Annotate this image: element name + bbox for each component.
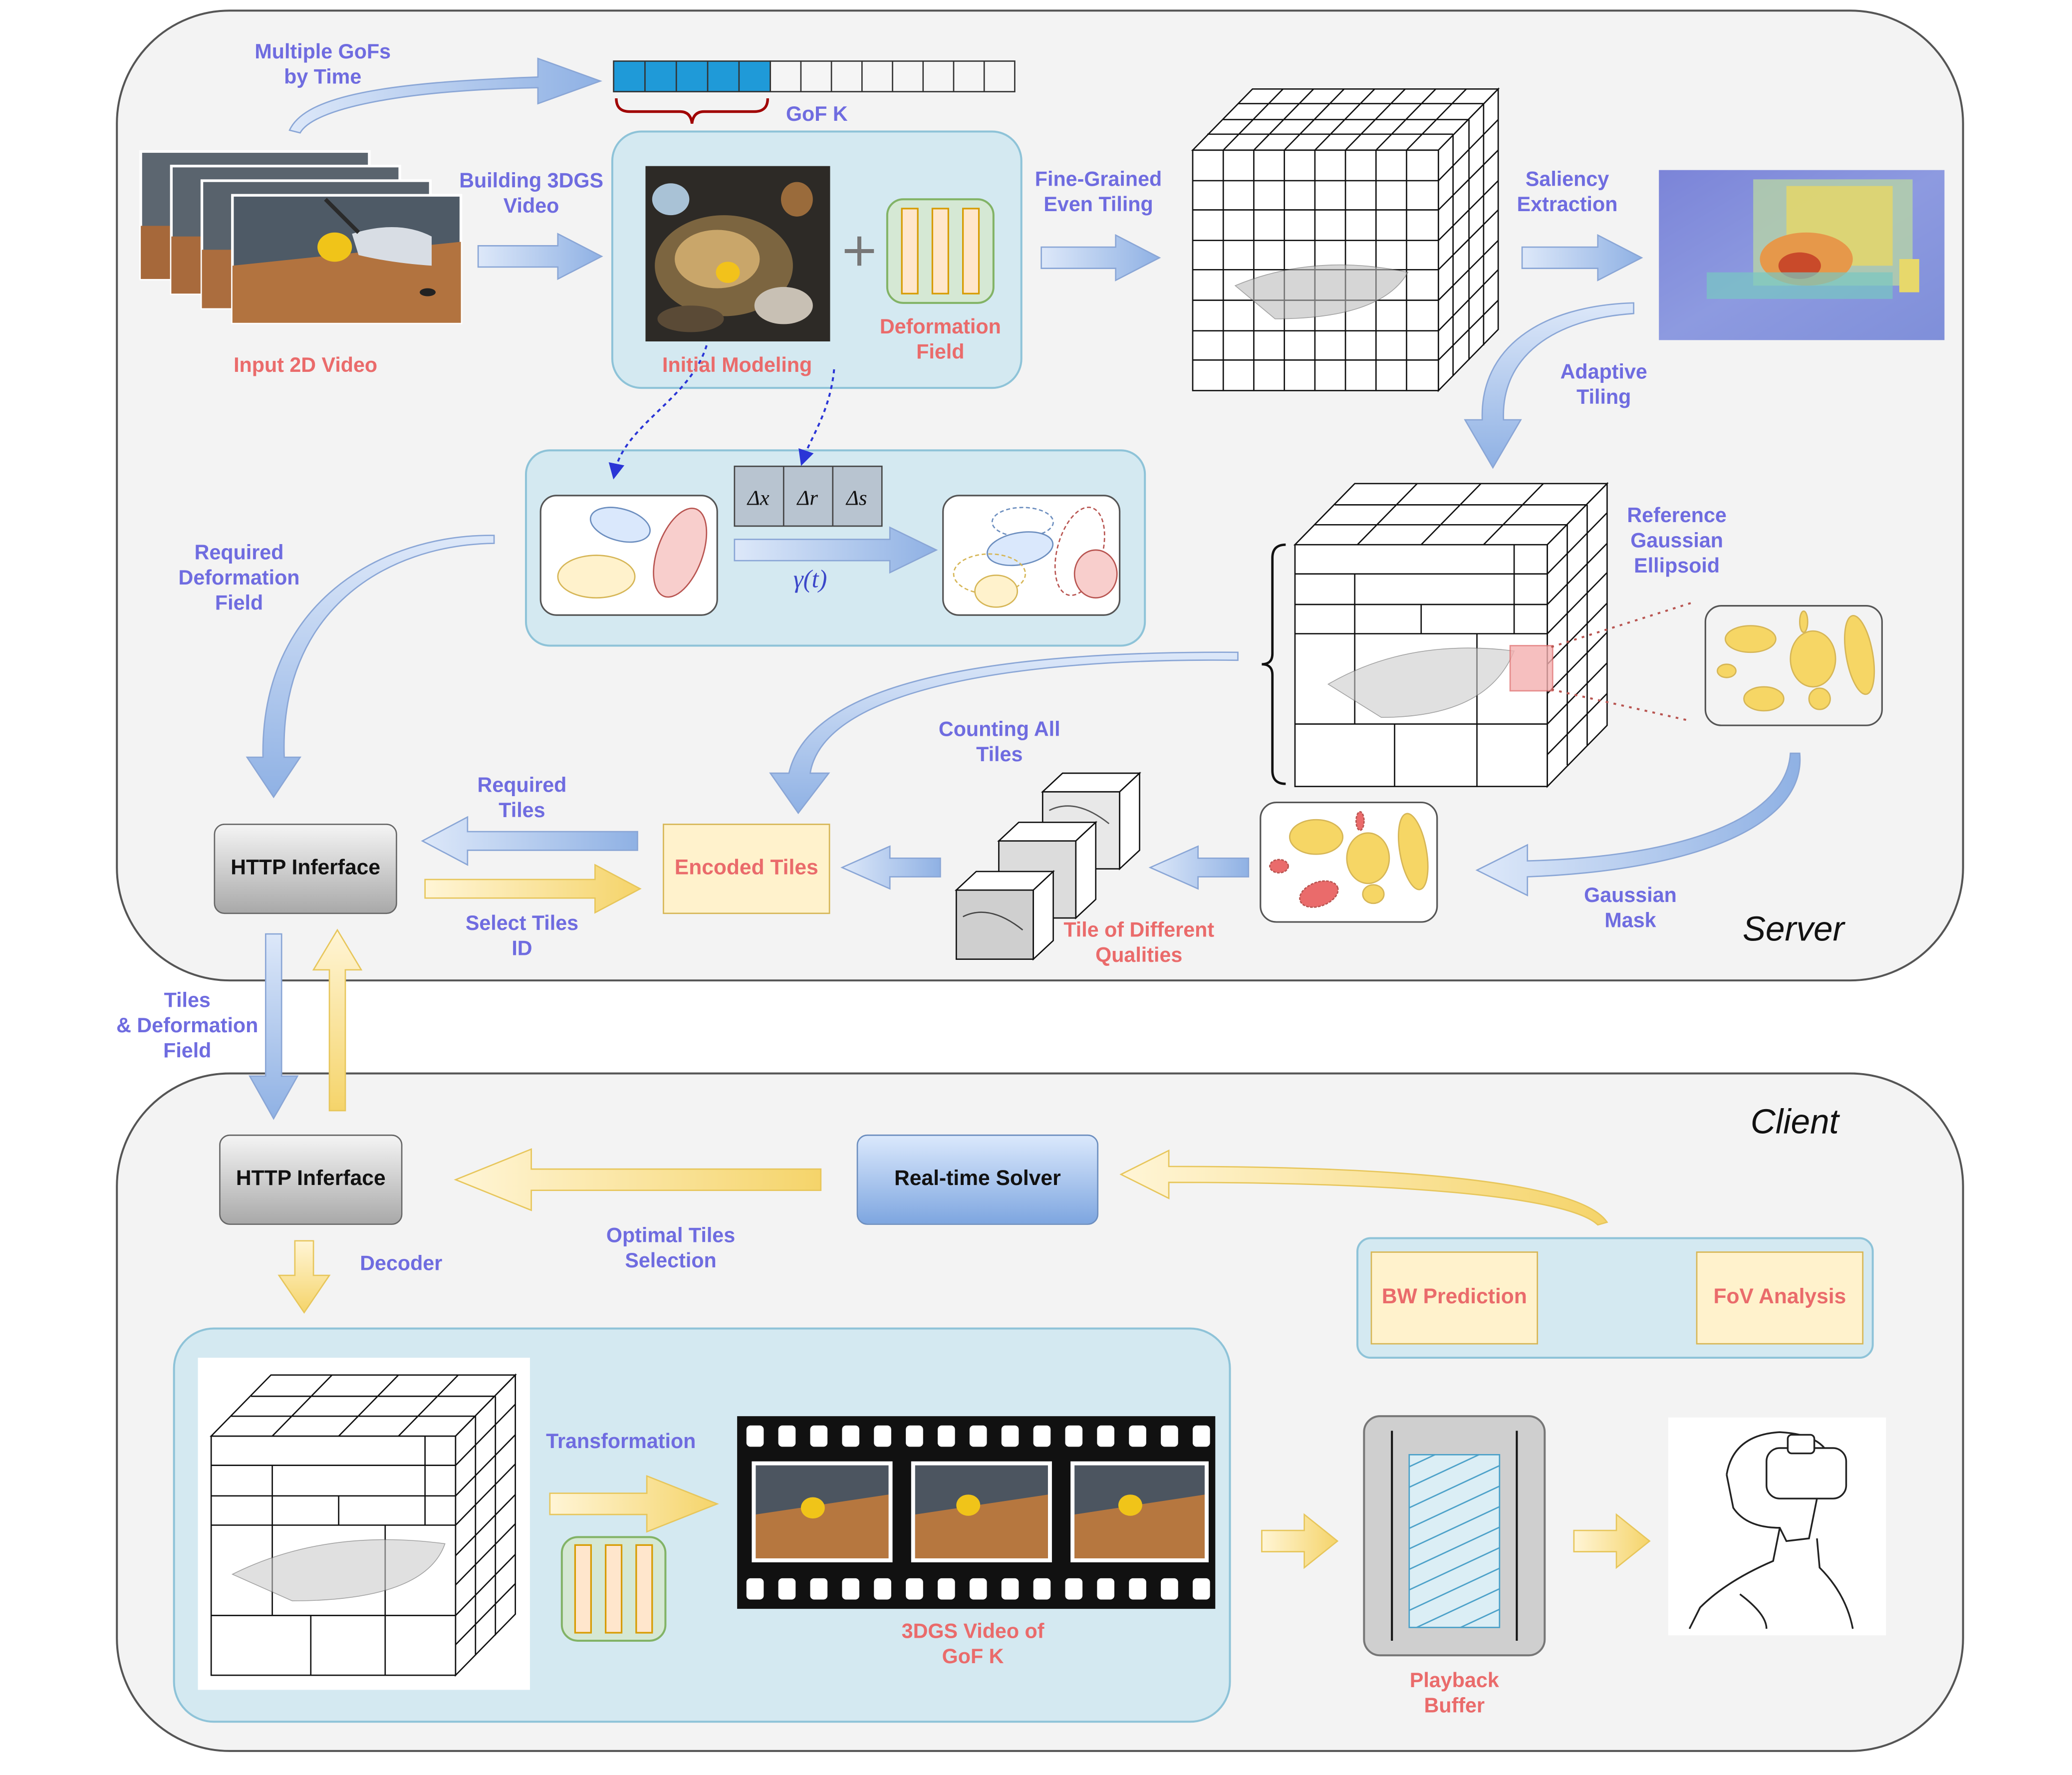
video-gof-label: 3DGS Video of GoF K <box>901 1621 1044 1669</box>
initial-modeling-render <box>645 166 830 342</box>
decoder-arrow <box>277 1240 331 1314</box>
adaptive-tiling-cube <box>1293 482 1609 788</box>
real-time-solver-button[interactable]: Real-time Solver <box>856 1134 1099 1225</box>
reference-ellipsoid-box <box>1704 605 1883 726</box>
tile-qualities-label: Tile of Different Qualities <box>1063 919 1215 967</box>
transformation-label: Transformation <box>546 1431 696 1454</box>
quality-tiles <box>954 771 1141 961</box>
cube-brace <box>1262 543 1286 785</box>
playback-buffer-label: Playback Buffer <box>1409 1670 1499 1718</box>
gof-k-label: GoF K <box>785 103 848 126</box>
server-title: Server <box>1742 908 1844 949</box>
gamma-label: γ(t) <box>793 565 827 592</box>
up-link-arrow <box>312 928 363 1112</box>
gaussians-before <box>539 495 718 616</box>
vr-headset-icon <box>1668 1417 1886 1636</box>
fov-analysis-box: FoV Analysis <box>1696 1251 1864 1345</box>
building-label: Building 3DGS Video <box>459 170 603 218</box>
counting-tiles-label: Counting All Tiles <box>938 718 1060 767</box>
adaptive-arrow <box>1464 302 1634 469</box>
deformation-field-icon <box>886 198 995 304</box>
decoder-label: Decoder <box>360 1252 443 1276</box>
gof-timeline <box>613 60 1016 124</box>
required-tiles-label: Required Tiles <box>477 774 567 823</box>
zoom-line-top <box>1551 600 1695 648</box>
select-tiles-label: Select Tiles ID <box>465 912 579 961</box>
bw-prediction-box: BW Prediction <box>1370 1251 1539 1345</box>
tiles-deformation-label: Tiles & Deformation Field <box>116 989 259 1063</box>
plus-icon <box>844 236 874 266</box>
to-viewer-arrow <box>1573 1513 1651 1569</box>
required-deformation-label: Required Deformation Field <box>178 542 300 615</box>
fine-tiling-cube <box>1191 87 1500 392</box>
saliency-label: Saliency Extraction <box>1517 169 1618 217</box>
building-arrow <box>477 233 603 281</box>
multiple-gofs-label: Multiple GoFs by Time <box>255 41 391 89</box>
delta-boxes <box>734 465 883 527</box>
film-strip <box>737 1416 1216 1609</box>
optimal-tiles-arrow <box>454 1148 822 1211</box>
select-tiles-arrow <box>424 864 642 914</box>
prediction-to-solver-arrow <box>1119 1149 1608 1226</box>
tiles-to-encoded-arrow <box>840 845 941 890</box>
adaptive-label: Adaptive Tiling <box>1560 361 1647 409</box>
gaussian-mask-arrow <box>1475 752 1801 897</box>
delta-s-label: Δs <box>845 486 867 510</box>
client-title: Client <box>1750 1101 1839 1142</box>
fine-grained-label: Fine-Grained Even Tiling <box>1035 169 1162 217</box>
client-deformation-icon <box>560 1536 667 1642</box>
input-video-label: Input 2D Video <box>234 354 378 377</box>
encoded-tiles-box: Encoded Tiles <box>663 824 830 914</box>
counting-arrow <box>769 651 1239 815</box>
dotted-arrow-left <box>608 345 708 480</box>
client-tiling-cube <box>198 1358 530 1690</box>
input-video-frames <box>139 150 463 324</box>
initial-modeling-label: Initial Modeling <box>662 354 812 377</box>
transformation-arrow <box>549 1475 719 1533</box>
saliency-heatmap <box>1659 170 1945 340</box>
saliency-arrow <box>1521 234 1643 282</box>
client-http-interface-button[interactable]: HTTP Inferface <box>219 1134 403 1225</box>
mask-to-tiles-arrow <box>1148 845 1250 890</box>
fine-grained-arrow <box>1040 234 1161 282</box>
reference-ellipsoid-label: Reference Gaussian Ellipsoid <box>1627 505 1727 578</box>
required-deformation-arrow <box>246 535 495 799</box>
to-buffer-arrow <box>1261 1513 1339 1569</box>
deformation-field-label: Deformation Field <box>879 316 1001 364</box>
optimal-tiles-label: Optimal Tiles Selection <box>606 1224 736 1273</box>
down-link-arrow <box>249 933 299 1120</box>
gaussian-mask-box <box>1260 801 1438 923</box>
playback-buffer <box>1363 1415 1546 1657</box>
server-http-interface-button[interactable]: HTTP Inferface <box>214 824 397 914</box>
gaussians-after <box>942 495 1121 616</box>
delta-x-label: Δx <box>747 486 770 510</box>
gaussian-mask-label: Gaussian Mask <box>1584 885 1677 933</box>
gamma-arrow <box>734 526 938 574</box>
delta-r-label: Δr <box>796 486 818 510</box>
gof-curve-arrow <box>288 57 602 134</box>
required-tiles-arrow <box>421 816 638 866</box>
